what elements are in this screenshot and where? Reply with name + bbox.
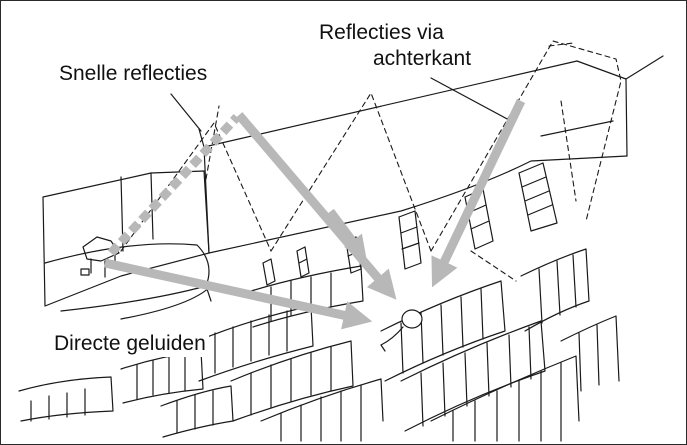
label-reflecties-via: Reflecties via	[319, 21, 444, 44]
listener-figure	[380, 309, 423, 352]
arrow-early-reflection-short	[328, 208, 367, 259]
arrow-direct-sound	[104, 258, 373, 330]
arrow-early-reflection-up	[107, 113, 241, 257]
reflection-paths	[120, 40, 622, 282]
arrow-early-reflection-down	[235, 112, 397, 300]
arrow-rear-reflection	[431, 99, 526, 288]
balcony-seats-right	[398, 162, 558, 270]
hall-wall	[170, 55, 664, 254]
audience-seating	[18, 248, 620, 442]
sound-arrows	[104, 99, 526, 330]
label-snelle-reflecties: Snelle reflecties	[59, 62, 208, 85]
label-directe-geluiden: Directe geluiden	[51, 331, 209, 357]
label-achterkant: achterkant	[373, 47, 472, 70]
